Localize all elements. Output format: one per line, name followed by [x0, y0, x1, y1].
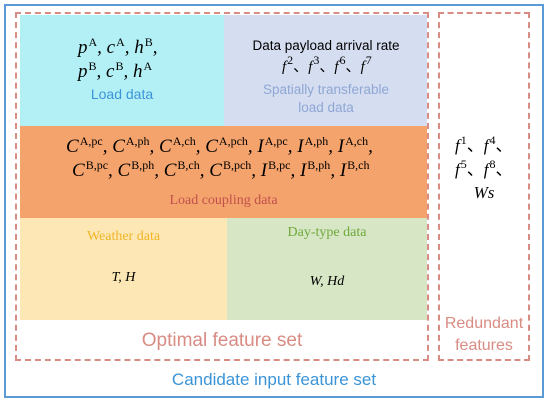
redundant-features-frame — [438, 12, 530, 361]
payload-arrival-rate-title: Data payload arrival rate — [252, 38, 400, 53]
load-data-region — [20, 15, 224, 126]
weather-vars: T, H — [111, 270, 136, 285]
day-type-vars: W, Hd — [309, 274, 345, 289]
load-data-vars-line2: pB, cB, hA — [78, 59, 153, 82]
redundant-label-line1: Redundant — [444, 315, 524, 332]
load-data-vars-line1: pA, cA, hB, — [78, 35, 158, 58]
load-coupling-region — [20, 126, 427, 218]
redundant-label-line2: features — [455, 337, 513, 354]
load-data-label: Load data — [90, 86, 154, 102]
day-type-label: Day-type data — [287, 225, 367, 240]
redundant-vars-line3: Ws — [473, 183, 495, 202]
weather-label: Weather data — [86, 229, 161, 244]
weather-region — [20, 218, 227, 320]
load-coupling-label: Load coupling data — [169, 193, 278, 208]
transferable-vars: f2、f3、f6、f7 — [282, 53, 372, 75]
coupling-vars-line2: CB,pc, CB,ph, CB,ch, CB,pch, IB,pc, IB,p… — [72, 158, 370, 181]
optimal-feature-set-frame — [15, 12, 429, 361]
optimal-feature-set-label: Optimal feature set — [141, 330, 303, 351]
transferable-load-region — [224, 15, 427, 126]
transferable-label-line1: Spatially transferable — [262, 82, 390, 97]
candidate-feature-set-frame — [4, 4, 544, 398]
redundant-features-label: Redundant features — [438, 313, 530, 357]
redundant-vars-line2: f5、f8、 — [455, 157, 513, 179]
candidate-feature-set-label: Candidate input feature set — [171, 370, 377, 389]
day-type-region — [227, 218, 427, 320]
transferable-label-line2: load data — [298, 100, 354, 115]
coupling-vars-line1: CA,pc, CA,ph, CA,ch, CA,pch, IA,pc, IA,p… — [66, 134, 373, 157]
transferable-load-label: Spatially transferable load data — [228, 81, 424, 117]
redundant-vars-line1: f1、f4、 — [455, 133, 513, 155]
